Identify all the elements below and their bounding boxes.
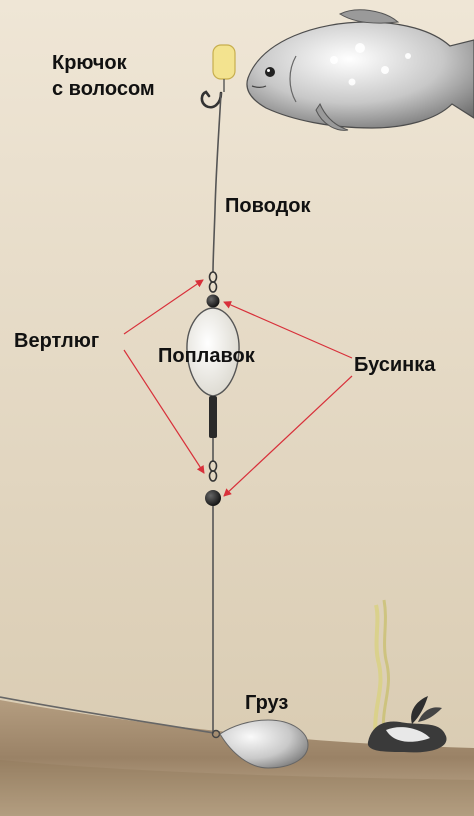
main-line bbox=[0, 696, 215, 734]
label-swivel: Вертлюг bbox=[14, 330, 100, 352]
pointer-arrows bbox=[123, 279, 353, 497]
arrow-bead-lower bbox=[223, 375, 353, 497]
lake-bottom bbox=[0, 700, 474, 816]
label-hook-with-hair: Крючок с волосом bbox=[52, 50, 155, 102]
label-hook-line1: Крючок bbox=[52, 52, 127, 74]
carp-fish bbox=[246, 9, 474, 131]
label-hook-line2: с волосом bbox=[52, 78, 155, 100]
label-leader: Поводок bbox=[225, 195, 311, 217]
leader-line bbox=[212, 92, 222, 273]
label-float: Поплавок bbox=[158, 345, 255, 367]
bottom-decor bbox=[367, 599, 447, 753]
lead-weight bbox=[211, 719, 309, 769]
boilie-bait bbox=[212, 44, 236, 80]
arrow-bead-upper bbox=[223, 301, 353, 359]
upper-bead bbox=[206, 294, 220, 308]
arrow-swivel-lower bbox=[123, 349, 205, 474]
label-bead: Бусинка bbox=[354, 354, 436, 376]
label-weight: Груз bbox=[245, 692, 289, 714]
lake-bottom-shadow bbox=[0, 760, 474, 816]
upper-swivel bbox=[208, 271, 218, 293]
lower-swivel bbox=[208, 460, 218, 482]
arrow-swivel-upper bbox=[123, 279, 204, 335]
lower-bead bbox=[205, 490, 221, 506]
float-stem bbox=[209, 396, 217, 438]
hook bbox=[200, 90, 223, 109]
